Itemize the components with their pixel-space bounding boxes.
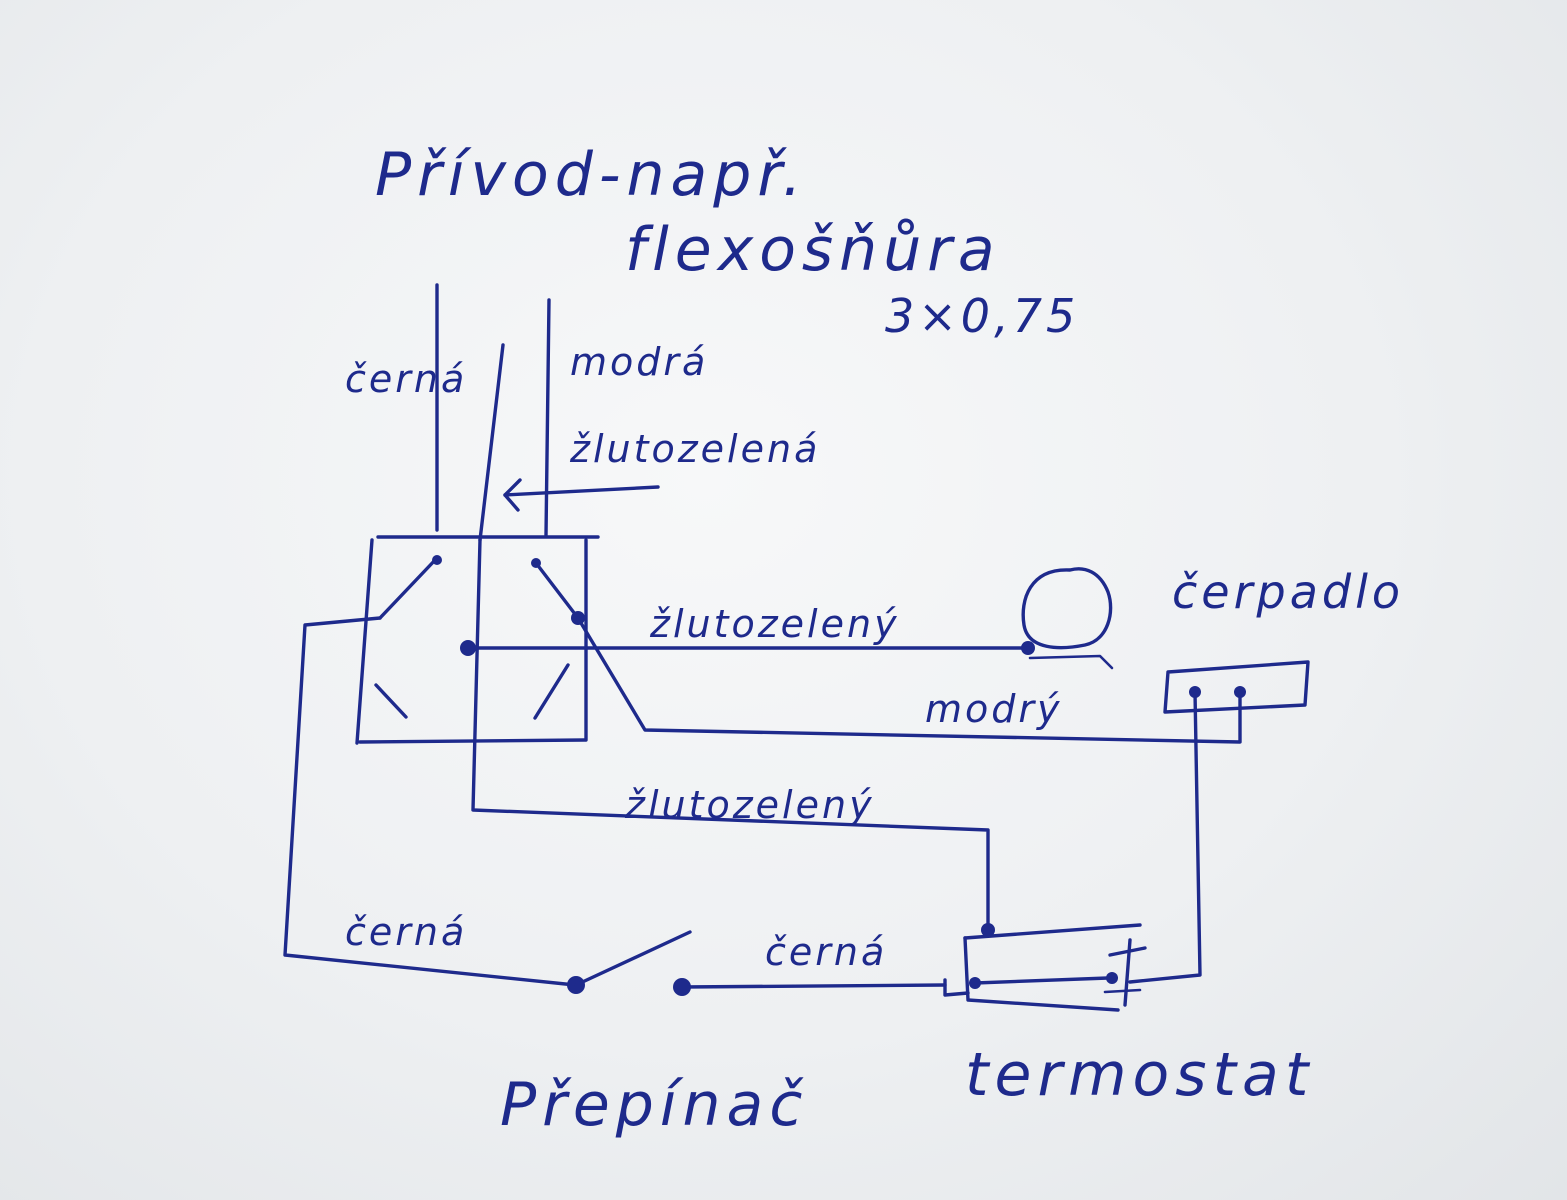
prepinac-switch[interactable] xyxy=(567,930,692,996)
switch-contact-right xyxy=(533,663,570,720)
cable-spec: 3×0,75 xyxy=(885,289,1079,343)
wire-cerna-to-thermostat xyxy=(680,983,947,989)
wire-zlutozelena-incoming xyxy=(478,343,505,542)
wire-modra-incoming xyxy=(544,298,551,537)
thermostat-plate-3 xyxy=(1103,988,1142,994)
switch-box-left xyxy=(355,538,374,745)
label-cerpadlo: čerpadlo xyxy=(1172,565,1404,619)
wire-zlutozeleny-to-thermostat xyxy=(471,538,990,927)
switch-box-bottom xyxy=(358,738,587,744)
pump-body xyxy=(1163,660,1310,714)
thermostat-plate-2 xyxy=(1123,938,1132,1007)
thermostat-icon xyxy=(943,923,1147,1012)
label-cerna-right: černá xyxy=(765,930,887,974)
motor-circle xyxy=(1021,567,1113,650)
label-modry: modrý xyxy=(925,687,1063,731)
wire-pump-to-thermostat xyxy=(1128,690,1202,984)
label-cerna-left: černá xyxy=(345,910,467,954)
thermostat-terminal xyxy=(969,977,981,989)
switch-blade-left xyxy=(378,556,439,620)
title-flexosnura: flexošňůra xyxy=(625,215,1001,285)
motor-terminal xyxy=(1021,641,1035,655)
motor-base xyxy=(1028,654,1114,670)
title-privod: Přívod-např. xyxy=(375,140,808,210)
label-termostat: termostat xyxy=(965,1040,1314,1110)
label-prepinac: Přepínač xyxy=(500,1070,808,1140)
pump-icon xyxy=(1163,660,1310,714)
switch-blade-right xyxy=(534,561,580,620)
main-switch-box xyxy=(355,535,600,745)
terminal-dot xyxy=(432,555,442,565)
thermostat-terminal xyxy=(981,923,995,937)
label-modra-top: modrá xyxy=(570,340,708,384)
wire-modry-to-pump xyxy=(576,616,1242,744)
wire-cerna-to-prepinac xyxy=(283,616,577,987)
motor-icon xyxy=(1021,567,1114,670)
label-cerna-top: černá xyxy=(345,357,467,401)
arrow-head-icon xyxy=(503,478,522,512)
label-zlutozeleny-motor: žlutozelený xyxy=(649,602,900,646)
thermostat-contact xyxy=(973,976,1110,985)
thermostat-top xyxy=(963,923,1142,940)
terminal-dot xyxy=(531,558,541,568)
switch-contact-left xyxy=(374,683,408,719)
label-zlutozelena-top: žlutozelená xyxy=(569,427,820,471)
thermostat-body xyxy=(963,936,1120,1012)
pump-terminal xyxy=(1234,686,1246,698)
thermostat-terminal xyxy=(1106,972,1118,984)
prepinac-lever[interactable] xyxy=(574,930,692,987)
thermostat-lead xyxy=(943,978,970,997)
arrow-shaft xyxy=(503,485,660,497)
